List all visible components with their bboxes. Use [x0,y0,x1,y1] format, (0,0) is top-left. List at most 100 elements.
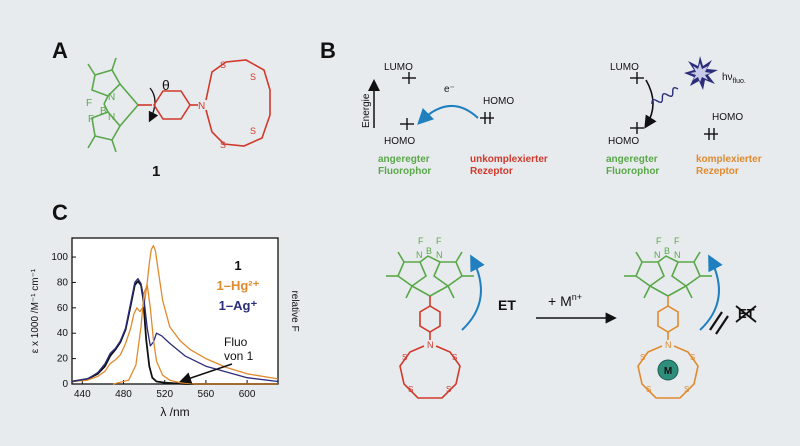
left-atom-f2: F [436,236,442,246]
lumo-right-level [630,72,644,84]
x-tick-label: 440 [74,389,91,400]
y-tick-label: 80 [57,277,69,288]
atom-f1: F [86,98,92,109]
left-state-1: angeregter [378,154,430,165]
x-tick-label: 480 [115,389,132,400]
lumo-right: LUMO [610,62,639,73]
relaxation-arrow [644,79,657,129]
electron-label: e⁻ [444,84,455,95]
photon-wave [651,86,679,105]
right-receptor-1: komplexierter [696,154,762,165]
homo-receptor-right: HOMO [712,112,743,123]
panel-a-label: A [52,38,68,63]
y-tick-label: 60 [57,303,69,314]
x-tick-label: 520 [156,389,173,400]
right-receptor-2: Rezeptor [696,166,739,177]
left-receptor-n: N [427,340,434,350]
right-atom-n2: N [674,250,681,260]
annotation-fluo-2: von 1 [224,349,254,363]
sulfur-4: S [220,140,226,150]
compound-1-label: 1 [152,163,160,180]
left-receptor-2: Rezeptor [470,166,513,177]
left-receptor-s1: S [402,353,407,362]
fluorophore-right [624,251,712,299]
panel-b-label: B [320,38,336,63]
et-label: ET [498,297,516,313]
metal-addition: + Mn+ [548,292,582,309]
annotation-fluo-1: Fluo [224,335,248,349]
left-receptor-1: unkomplexierter [470,154,548,165]
sulfur-1: S [220,60,226,70]
sulfur-2: S [250,72,256,82]
series-line-1 [71,244,279,383]
y-axis-label: ε x 1000 /M⁻¹ cm⁻¹ [30,268,41,353]
atom-f2: F [88,114,94,125]
receptor-right [637,296,699,399]
hv-label: hνfluo. [722,72,746,85]
series-line-2 [71,277,279,383]
sulfur-3: S [250,126,256,136]
y-tick-label: 100 [51,252,68,263]
y-tick-label: 40 [57,328,69,339]
atom-n3: N [198,101,205,112]
right-receptor-s3: S [646,385,651,394]
y-tick-label: 0 [62,379,68,390]
receptor-homo-right [704,128,718,140]
left-atom-n2: N [436,250,443,260]
right-atom-b: B [664,246,670,256]
electron-transfer-arrow [417,104,479,125]
lumo-left-level [402,72,416,84]
homo-right-level [630,122,644,134]
macrocycle-a [205,59,271,147]
x-axis-label: λ /nm [160,405,189,419]
homo-receptor-left: HOMO [483,96,514,107]
series-group [71,244,279,385]
energy-label: Energie [361,93,372,128]
right-receptor-s4: S [684,385,689,394]
et-arrow [461,254,485,331]
blocked-et-arrow [699,254,723,331]
right-atom-f1: F [656,236,662,246]
y-ticks: 0 20 40 60 80 100 [51,252,76,390]
right-receptor-s1: S [640,353,645,362]
right-state-2: Fluorophor [606,166,659,177]
left-atom-f1: F [418,236,424,246]
series-line-0 [71,280,278,385]
homo-left: HOMO [384,136,415,147]
legend-1: 1 [234,258,241,273]
left-receptor-s3: S [408,385,413,394]
right-state-1: angeregter [606,154,658,165]
energy-axis: Energie [361,79,380,128]
left-atom-n1: N [416,250,423,260]
left-atom-b: B [426,246,432,256]
right-atom-f2: F [674,236,680,246]
homo-left-level [400,118,414,130]
x-tick-label: 600 [239,389,256,400]
panel-c-label: C [52,200,68,225]
x-tick-label: 560 [198,389,215,400]
receptor-left [399,296,461,399]
legend-ag: 1–Ag⁺ [219,298,258,313]
phenyl-ring-a [138,90,198,120]
absorption-chart: 440 480 520 560 600 0 20 40 60 80 100 λ /nm ε x 1… [30,237,300,419]
et-cross [735,305,757,323]
metal-ion-label: M [664,366,672,377]
homo-right: HOMO [608,136,639,147]
angle-theta: θ [162,77,170,93]
bodipy-core [87,57,139,153]
right-receptor-s2: S [690,353,695,362]
lumo-left: LUMO [384,62,413,73]
atom-n2: N [108,112,115,123]
fluorophore-left [386,251,474,299]
atom-b: B [100,106,107,117]
y-tick-label: 20 [57,354,69,365]
atom-n1: N [108,92,115,103]
receptor-homo-left [480,112,494,124]
left-receptor-s4: S [446,385,451,394]
right-atom-n1: N [654,250,661,260]
right-receptor-n: N [665,340,672,350]
annotation-arrow [179,363,233,384]
left-receptor-s2: S [452,353,457,362]
blocked-symbol [709,311,729,335]
